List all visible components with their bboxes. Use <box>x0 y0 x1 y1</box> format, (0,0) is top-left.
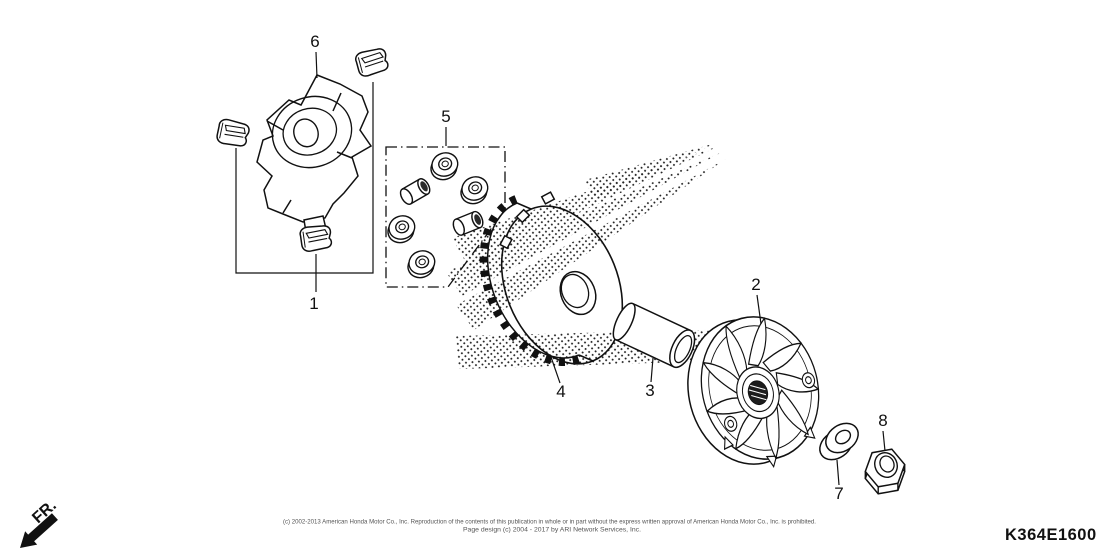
slide-clip-left <box>214 117 252 149</box>
part-movable-drive-face: 4 <box>479 191 624 401</box>
weight-roller <box>397 176 433 207</box>
part-collar: 3 <box>612 302 696 400</box>
callout-7: 7 <box>834 484 843 503</box>
copyright-line-2: Page design (c) 2004 - 2017 by ARI Netwo… <box>463 527 641 534</box>
footer: (c) 2002-2013 American Honda Motor Co., … <box>283 519 1097 545</box>
fr-indicator: FR. <box>20 497 60 548</box>
callout-6: 6 <box>310 32 319 51</box>
callout-8: 8 <box>878 411 887 430</box>
callout-2: 2 <box>751 275 760 294</box>
copyright-line-1: (c) 2002-2013 American Honda Motor Co., … <box>283 519 816 526</box>
weight-roller <box>403 246 440 282</box>
boss-hole <box>801 372 816 389</box>
part-ramp-plate: 6 <box>256 32 373 233</box>
callout-bracket-1 <box>235 82 374 274</box>
slide-clip-top <box>353 45 391 79</box>
fr-label: FR. <box>29 497 60 527</box>
part-nut: 8 <box>864 411 906 495</box>
boss-hole <box>724 415 738 432</box>
slide-clip-bottom <box>298 223 334 253</box>
ramp-teeth <box>479 195 582 366</box>
splined-hub <box>736 366 780 420</box>
callout-leader-7 <box>836 459 840 486</box>
callout-leader-4 <box>550 356 561 384</box>
callout-leader-6 <box>315 51 318 79</box>
diagram-code: K364E1600 <box>1005 526 1097 544</box>
part-drive-face: 2 <box>687 275 820 469</box>
part-weight-roller-set: 5 <box>383 107 506 288</box>
roller-set-outline-box <box>385 146 506 288</box>
callout-5: 5 <box>441 107 450 126</box>
weight-roller <box>426 148 463 184</box>
part-slide-pieces: 1 <box>214 45 391 313</box>
callout-3: 3 <box>645 381 654 400</box>
callout-leader-2 <box>756 294 762 325</box>
weight-roller <box>383 211 420 247</box>
part-washer: 7 <box>819 422 859 503</box>
callout-leader-8 <box>882 430 886 452</box>
callout-leader-3 <box>650 357 654 383</box>
callout-1: 1 <box>309 294 318 313</box>
weight-roller <box>456 172 493 208</box>
fr-arrow-icon <box>20 513 58 548</box>
callout-4: 4 <box>556 382 565 401</box>
